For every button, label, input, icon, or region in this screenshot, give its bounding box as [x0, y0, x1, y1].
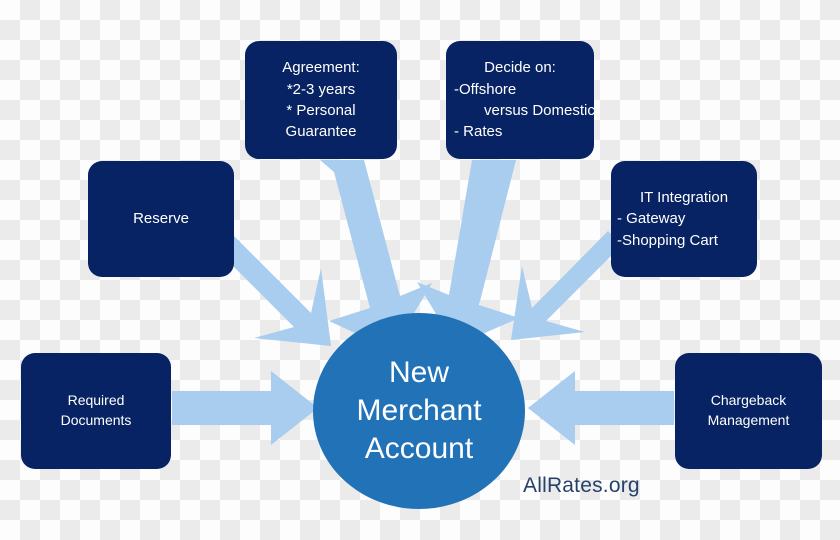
node-agreement[interactable]: Agreement: *2-3 years * Personal Guarant…	[245, 41, 397, 159]
node-it-integration-line-0: IT Integration	[639, 189, 729, 207]
node-decide-on-line-0: Decide on:	[484, 59, 556, 77]
node-chargeback-management[interactable]: Chargeback Management	[675, 353, 822, 469]
center-node-new-merchant-account[interactable]: New Merchant Account	[313, 313, 525, 509]
node-it-integration-line-1: - Gateway	[617, 210, 686, 228]
node-reserve-line-0: Reserve	[133, 210, 189, 228]
node-agreement-line-0: Agreement:	[282, 59, 360, 77]
node-required-documents-line-1: Documents	[60, 412, 132, 428]
center-node-line-0: New	[388, 355, 449, 389]
center-node-line-1: Merchant	[356, 393, 482, 427]
watermark-allrates: AllRates.org	[523, 474, 640, 497]
node-decide-on-line-3: - Rates	[454, 123, 503, 141]
arrow-required-documents-to-center	[172, 371, 318, 445]
node-required-documents-line-0: Required	[67, 392, 125, 409]
node-decide-on-line-1: -Offshore	[454, 80, 517, 98]
node-decide-on[interactable]: Decide on: -Offshore versus Domestic - R…	[446, 41, 595, 159]
arrow-decide-to-center	[417, 160, 519, 346]
node-it-integration-line-2: -Shopping Cart	[617, 231, 718, 249]
arrow-chargeback-management-to-center	[528, 371, 674, 445]
node-required-documents[interactable]: Required Documents	[21, 353, 171, 469]
node-agreement-line-1: *2-3 years	[286, 80, 356, 98]
node-agreement-line-2: * Personal	[286, 102, 356, 119]
node-chargeback-management-line-1: Management	[707, 412, 790, 428]
arrow-it-integration-to-center	[511, 231, 638, 340]
center-node-line-2: Account	[364, 432, 474, 466]
arrow-agreement-to-center	[320, 160, 432, 350]
node-it-integration[interactable]: IT Integration - Gateway -Shopping Cart	[611, 161, 757, 277]
node-decide-on-line-2: versus Domestic	[484, 102, 595, 119]
node-reserve[interactable]: Reserve	[88, 161, 234, 277]
node-chargeback-management-line-0: Chargeback	[710, 392, 787, 409]
node-agreement-line-3: Guarantee	[285, 123, 357, 141]
